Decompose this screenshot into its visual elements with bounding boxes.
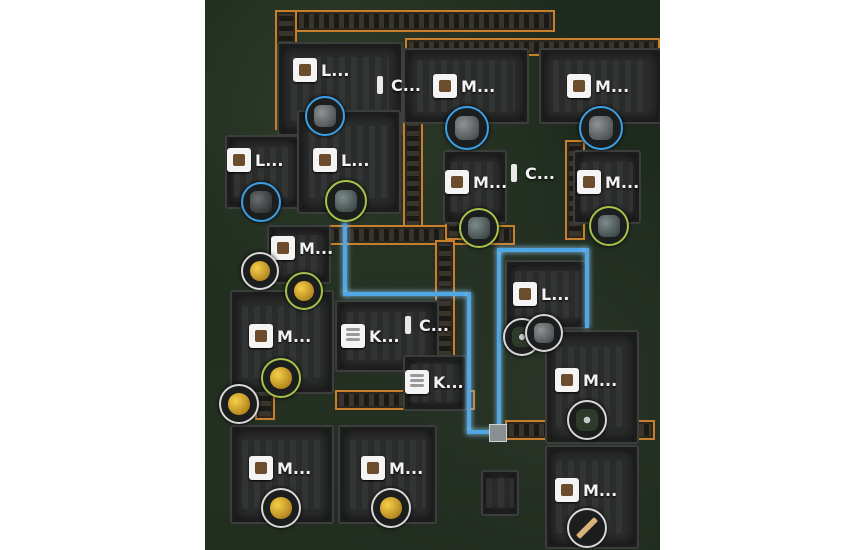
iron-ore-resource-bubble[interactable] xyxy=(459,208,499,248)
game-viewport[interactable]: L... C... M... M... L... L... M... C... xyxy=(205,0,660,550)
iron-ore-resource-bubble[interactable] xyxy=(325,180,367,222)
mill-label[interactable]: M... xyxy=(555,478,617,502)
lumber-mill-label[interactable]: L... xyxy=(293,58,349,82)
mill-icon xyxy=(361,456,385,480)
lumber-mill-icon xyxy=(293,58,317,82)
iron-ore-icon xyxy=(334,189,358,213)
lumber-mill-icon xyxy=(227,148,251,172)
gold-icon xyxy=(293,280,315,302)
stone-icon xyxy=(314,105,336,127)
stone-icon xyxy=(455,116,479,140)
gold-resource-bubble[interactable] xyxy=(261,358,301,398)
stone-icon xyxy=(589,116,613,140)
mine-label[interactable]: M... xyxy=(445,170,507,194)
gold-icon xyxy=(249,260,271,282)
iron-ore-icon xyxy=(598,215,620,237)
pipe[interactable] xyxy=(497,250,501,435)
mill-label[interactable]: M... xyxy=(555,368,617,392)
lumber-mill-label[interactable]: L... xyxy=(313,148,369,172)
stone-cutter-label[interactable]: C... xyxy=(373,74,421,96)
stone-resource-bubble[interactable] xyxy=(579,106,623,150)
stone-cutter-icon xyxy=(401,314,415,336)
mill-label[interactable]: M... xyxy=(567,74,629,98)
kiln-icon xyxy=(341,324,365,348)
lumber-mill-icon xyxy=(513,282,537,306)
spear-icon xyxy=(576,517,598,539)
stone-resource-bubble[interactable] xyxy=(525,314,563,352)
mill-icon xyxy=(555,368,579,392)
gold-resource-bubble[interactable] xyxy=(219,384,259,424)
pipe[interactable] xyxy=(585,248,589,328)
pipe[interactable] xyxy=(497,248,587,252)
mine-icon xyxy=(271,236,295,260)
pipe[interactable] xyxy=(467,292,471,432)
mill-icon xyxy=(433,74,457,98)
pipe[interactable] xyxy=(343,292,468,296)
stone-cutter-icon xyxy=(507,162,521,184)
gold-resource-bubble[interactable] xyxy=(285,272,323,310)
pump-building[interactable] xyxy=(481,470,519,516)
gold-resource-bubble[interactable] xyxy=(261,488,301,528)
kiln-label[interactable]: K... xyxy=(405,370,464,394)
gold-resource-bubble[interactable] xyxy=(241,252,279,290)
stone-cutter-icon xyxy=(373,74,387,96)
stone-cutter-label[interactable]: C... xyxy=(401,314,449,336)
gold-resource-bubble[interactable] xyxy=(371,488,411,528)
lumber-mill-label[interactable]: L... xyxy=(513,282,569,306)
gold-icon xyxy=(380,497,402,519)
kiln-icon xyxy=(405,370,429,394)
iron-ore-resource-bubble[interactable] xyxy=(589,206,629,246)
mill-icon xyxy=(249,324,273,348)
pipe[interactable] xyxy=(467,430,501,434)
stone-resource-bubble[interactable] xyxy=(445,106,489,150)
assembler-icon xyxy=(555,478,579,502)
mine-label[interactable]: M... xyxy=(577,170,639,194)
kiln-building[interactable] xyxy=(403,355,467,411)
mill-label[interactable]: M... xyxy=(249,324,311,348)
pipe-junction[interactable] xyxy=(489,424,507,442)
factory-layer: L... C... M... M... L... L... M... C... xyxy=(205,0,660,550)
gold-icon xyxy=(270,367,292,389)
iron-ore-icon xyxy=(468,217,490,239)
gold-icon xyxy=(270,497,292,519)
coal-resource-bubble[interactable] xyxy=(241,182,281,222)
stone-cutter-label[interactable]: C... xyxy=(507,162,555,184)
stone-resource-bubble[interactable] xyxy=(305,96,345,136)
coal-icon xyxy=(250,191,272,213)
assembler-icon xyxy=(249,456,273,480)
mill-label[interactable]: M... xyxy=(361,456,423,480)
mine-label[interactable]: M... xyxy=(271,236,333,260)
lumber-mill-icon xyxy=(313,148,337,172)
cable-icon xyxy=(576,409,598,431)
mill-icon xyxy=(567,74,591,98)
mine-icon xyxy=(445,170,469,194)
stone-icon xyxy=(533,322,555,344)
spear-resource-bubble[interactable] xyxy=(567,508,607,548)
kiln-label[interactable]: K... xyxy=(341,324,400,348)
pipe[interactable] xyxy=(343,210,347,295)
gold-icon xyxy=(228,393,250,415)
mine-icon xyxy=(577,170,601,194)
mill-label[interactable]: M... xyxy=(249,456,311,480)
conveyor-belt[interactable] xyxy=(275,10,555,32)
cable-resource-bubble[interactable] xyxy=(567,400,607,440)
lumber-mill-label[interactable]: L... xyxy=(227,148,283,172)
mill-label[interactable]: M... xyxy=(433,74,495,98)
